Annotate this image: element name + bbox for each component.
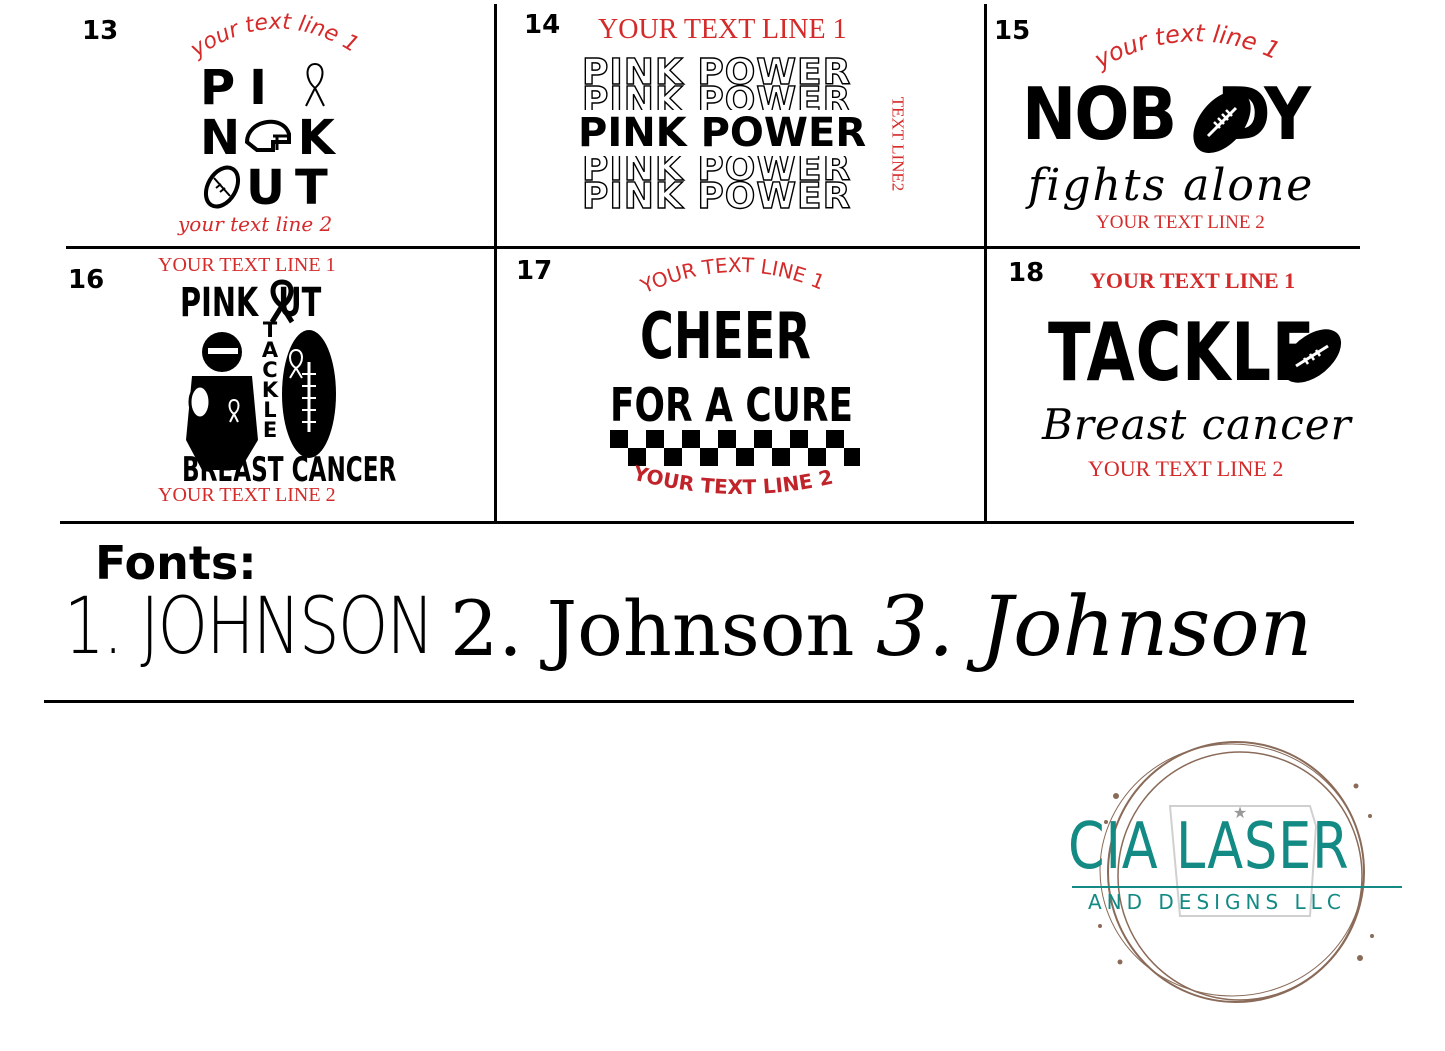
design-16-top-text: YOUR TEXT LINE 1 bbox=[158, 254, 336, 276]
design-16-vertical: TACKLE bbox=[261, 318, 279, 442]
logo-line-2: AND DESIGNS LLC bbox=[1088, 890, 1346, 914]
design-17-top-arc: YOUR TEXT LINE 1 bbox=[636, 253, 828, 299]
design-13-top-text: your text line 1 bbox=[185, 10, 363, 64]
svg-text:your text line 1: your text line 1 bbox=[1089, 19, 1284, 75]
design-13: your text line 1 PI N K UT your text lin… bbox=[150, 4, 420, 244]
design-number: 13 bbox=[82, 16, 119, 46]
fonts-heading: Fonts: bbox=[95, 536, 257, 590]
design-17-line-2: FOR A CURE bbox=[610, 378, 854, 432]
design-17: YOUR TEXT LINE 1 CHEER FOR A CURE YOUR T… bbox=[590, 250, 880, 518]
design-15: your text line 1 NOB DY fights alone YOU… bbox=[1000, 4, 1380, 244]
design-17-line-1: CHEER bbox=[640, 300, 811, 374]
design-13-row-3: UT bbox=[246, 160, 338, 216]
design-18-top-text: YOUR TEXT LINE 1 bbox=[1090, 268, 1296, 293]
football-icon bbox=[1184, 84, 1260, 160]
design-14: YOUR TEXT LINE 1 PINK POWER PINK POWER P… bbox=[560, 4, 980, 244]
svg-text:YOUR TEXT LINE 1: YOUR TEXT LINE 1 bbox=[636, 253, 828, 299]
svg-text:YOUR TEXT LINE 2: YOUR TEXT LINE 2 bbox=[630, 464, 835, 499]
design-14-echo-4: PINK POWER bbox=[581, 175, 852, 217]
grid-hline-1 bbox=[66, 246, 1360, 249]
design-number: 17 bbox=[516, 256, 553, 286]
design-18: YOUR TEXT LINE 1 TACKLE Breast cancer YO… bbox=[1020, 250, 1380, 518]
logo-line-1: CIA LASER bbox=[1068, 810, 1350, 884]
design-13-top-arc: your text line 1 bbox=[185, 10, 363, 64]
football-icon bbox=[202, 164, 242, 210]
design-15-art-word: NOB DY bbox=[1022, 72, 1311, 156]
font-sample-3: 3. Johnson bbox=[876, 580, 1313, 675]
design-16-bottom-text: YOUR TEXT LINE 2 bbox=[158, 484, 336, 506]
font-sample-2: 2. Johnson bbox=[450, 584, 855, 673]
design-16-art-top: PINK UT bbox=[180, 280, 322, 326]
design-18-art-word: TACKLE bbox=[1048, 306, 1316, 399]
design-13-row-2: N K bbox=[200, 110, 343, 166]
design-14-echo-1: PINK POWER bbox=[581, 51, 852, 93]
checkered-band bbox=[610, 430, 860, 468]
football-icon bbox=[280, 328, 338, 460]
design-number: 14 bbox=[524, 10, 561, 40]
design-15-bottom-text: YOUR TEXT LINE 2 bbox=[1096, 212, 1265, 233]
design-15-script: fights alone bbox=[1028, 160, 1315, 211]
ribbon-icon bbox=[300, 60, 330, 110]
grid-hline-2 bbox=[60, 521, 1354, 524]
football-icon bbox=[1276, 320, 1348, 392]
star-icon: ★ bbox=[1233, 803, 1247, 822]
design-17-top-text: YOUR TEXT LINE 1 bbox=[636, 253, 828, 299]
svg-text:your text line 1: your text line 1 bbox=[185, 10, 363, 64]
design-number: 16 bbox=[68, 265, 105, 295]
design-13-bottom-text: your text line 2 bbox=[178, 212, 333, 236]
design-number: 15 bbox=[994, 16, 1031, 46]
design-14-top-text: YOUR TEXT LINE 1 bbox=[598, 14, 847, 45]
logo-ring: ★ bbox=[1098, 741, 1374, 1003]
design-17-bottom-arc: YOUR TEXT LINE 2 bbox=[630, 464, 835, 499]
design-number: 18 bbox=[1008, 258, 1045, 288]
design-16-art-bottom: BREAST CANCER bbox=[182, 450, 397, 490]
helmet-icon bbox=[243, 112, 293, 156]
grid-vline-1 bbox=[494, 4, 497, 522]
football-player-icon bbox=[178, 330, 268, 470]
design-18-bottom-text: YOUR TEXT LINE 2 bbox=[1088, 456, 1284, 481]
fonts-underline bbox=[44, 700, 1354, 703]
font-sample-1: 1. JOHNSON bbox=[64, 582, 435, 672]
design-15-top-text: your text line 1 bbox=[1089, 19, 1284, 75]
design-14-side-text: TEXT LINE2 bbox=[888, 96, 908, 192]
design-15-top-arc: your text line 1 bbox=[1089, 19, 1284, 75]
design-14-main-word: PINK POWER bbox=[578, 110, 867, 156]
design-17-bottom-text: YOUR TEXT LINE 2 bbox=[630, 464, 835, 499]
logo-divider bbox=[1072, 886, 1402, 888]
design-18-script: Breast cancer bbox=[1042, 400, 1352, 449]
logo: ★ CIA LASER AND DESIGNS LLC bbox=[1060, 726, 1430, 1026]
ribbon-icon bbox=[264, 278, 300, 324]
design-13-row-1: PI bbox=[200, 60, 282, 116]
design-16: YOUR TEXT LINE 1 PINK UT TACKLE BREAST C… bbox=[150, 250, 490, 518]
grid-vline-2 bbox=[984, 4, 987, 522]
design-14-art: PINK POWER PINK POWER PINK POWER PINK PO… bbox=[578, 51, 898, 218]
